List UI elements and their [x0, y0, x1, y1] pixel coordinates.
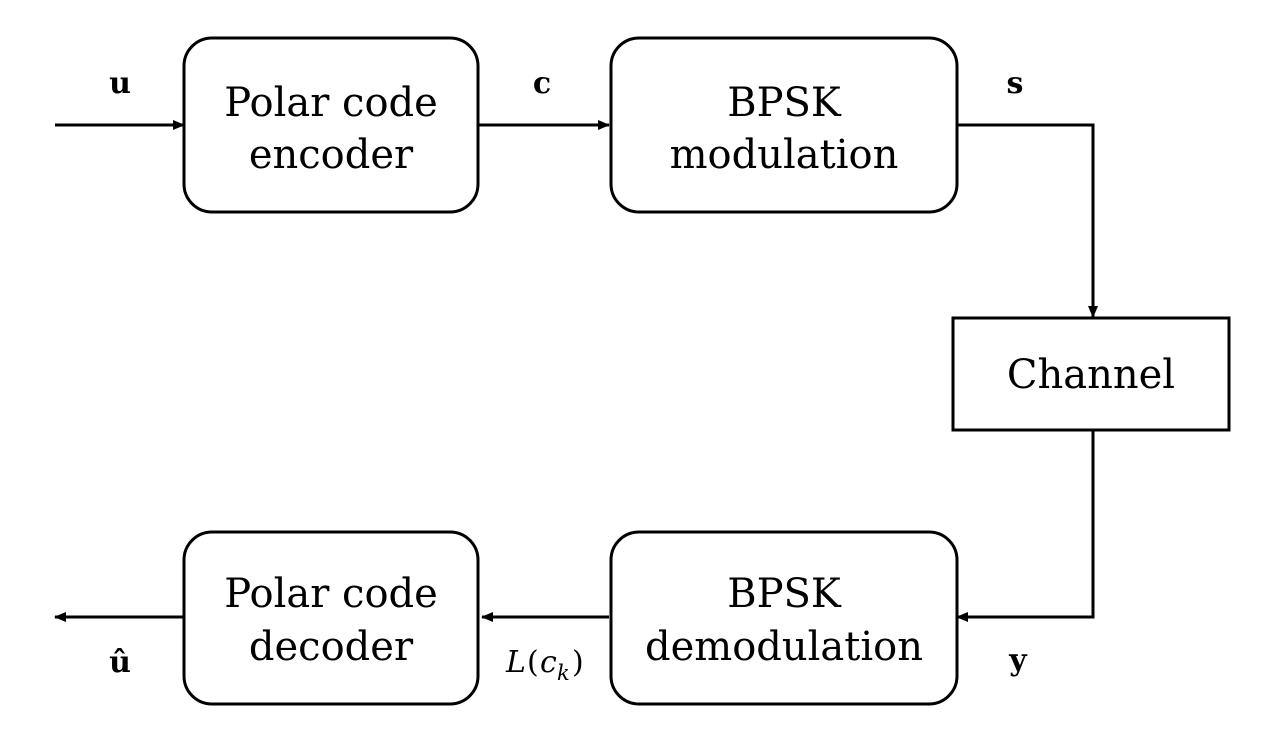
modulator-block: BPSK modulation — [609, 36, 959, 214]
llr-open-paren: ( — [527, 645, 539, 680]
decoder-label-line2: decoder — [249, 624, 414, 670]
encoder-label-line1: Polar code — [224, 80, 438, 126]
channel-to-demodulator-arrow — [956, 431, 1095, 622]
llr-close-paren: ) — [572, 645, 584, 680]
signal-llr-label: L ( c k ) — [505, 645, 584, 685]
channel-label: Channel — [1007, 352, 1175, 398]
signal-y-label: y — [1008, 643, 1028, 678]
channel-block: Channel — [951, 316, 1231, 432]
signal-u-hat-label: û — [109, 645, 131, 680]
modulator-box — [609, 36, 959, 214]
signal-u-label: u — [109, 66, 131, 101]
demodulator-label-line2: demodulation — [645, 624, 923, 670]
demodulator-box — [609, 530, 959, 706]
llr-variable: c — [540, 645, 557, 680]
decoder-block: Polar code decoder — [182, 530, 480, 706]
decoder-label-line1: Polar code — [224, 571, 438, 617]
channel-box — [951, 316, 1231, 432]
demodulator-block: BPSK demodulation — [609, 530, 959, 706]
modulator-label-line1: BPSK — [727, 80, 842, 126]
signal-s-label: s — [1007, 66, 1024, 101]
decoder-box — [182, 530, 480, 706]
signal-c-label: c — [533, 66, 551, 101]
encoder-block: Polar code encoder — [182, 36, 480, 214]
llr-subscript: k — [557, 661, 570, 685]
encoder-label-line2: encoder — [249, 132, 414, 178]
demodulator-label-line1: BPSK — [727, 571, 842, 617]
llr-function: L — [505, 645, 526, 680]
encoder-box — [182, 36, 480, 214]
modulator-label-line2: modulation — [670, 132, 899, 178]
modulator-to-channel-arrow — [957, 123, 1098, 318]
